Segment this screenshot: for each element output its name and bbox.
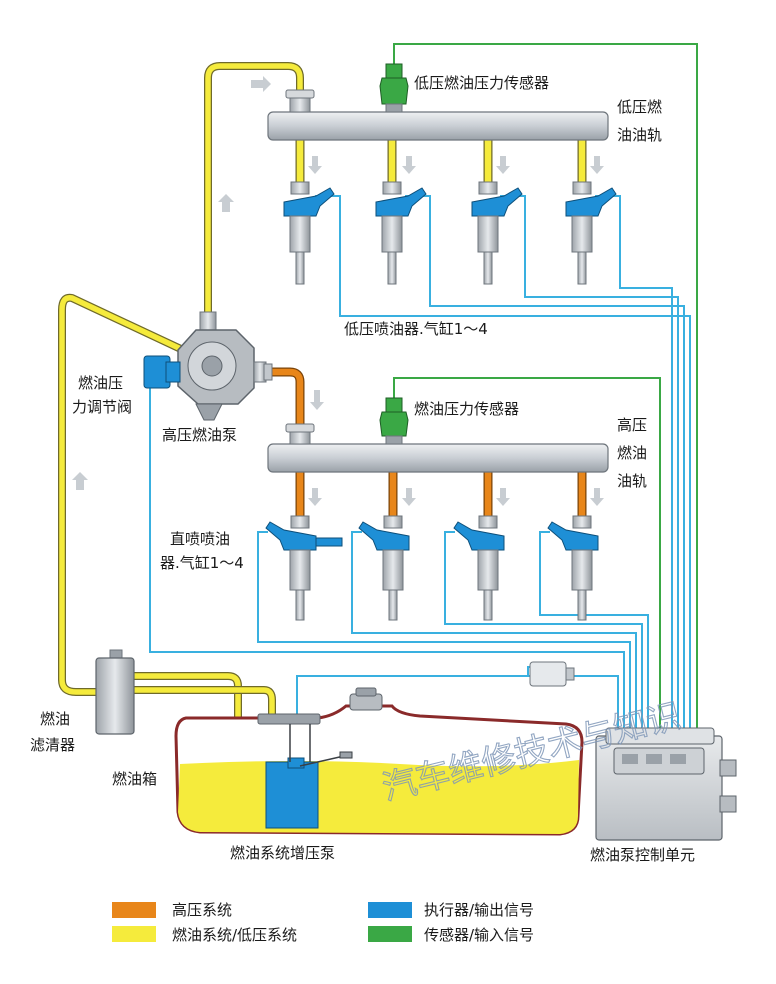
high-pressure-fuel-rail [267, 397, 609, 473]
pressure-regulator-icon [143, 355, 181, 389]
legend-item-sensor: 传感器/输入信号 [368, 926, 534, 944]
low-pressure-injectors [283, 181, 617, 285]
injector-icon [565, 181, 617, 285]
high-pressure-lines [253, 367, 587, 525]
label-lp-rail: 低压燃 [617, 98, 662, 116]
legend: 高压系统 燃油系统/低压系统 执行器/输出信号 传感器/输入信号 [112, 901, 534, 944]
flow-arrow-down-icon [402, 156, 416, 174]
injector-icon [375, 181, 427, 285]
svg-text:高压系统: 高压系统 [172, 901, 232, 919]
low-pressure-fuel-rail [267, 63, 609, 141]
label-hp-rail: 油轨 [617, 472, 647, 490]
high-pressure-sensor-icon [379, 397, 409, 445]
label-lp-rail: 油油轨 [617, 126, 662, 144]
flow-arrow-down-icon [496, 488, 510, 506]
label-di-injectors: 直喷喷油 [170, 530, 230, 548]
low-pressure-lines [58, 62, 587, 764]
high-pressure-pump-icon [177, 311, 273, 421]
label-hp-sensor: 燃油压力传感器 [414, 400, 519, 418]
flow-arrow-down-icon [402, 488, 416, 506]
flow-arrow-down-icon [590, 156, 604, 174]
sensor-signal-lines [393, 43, 698, 735]
svg-text:燃油系统/低压系统: 燃油系统/低压系统 [172, 926, 297, 944]
flow-arrow-up-icon [72, 472, 88, 490]
relay-icon [529, 661, 575, 687]
flow-arrow-down-icon [308, 156, 322, 174]
label-control-unit: 燃油泵控制单元 [590, 846, 695, 864]
label-lp-sensor: 低压燃油压力传感器 [414, 74, 549, 92]
injector-icon [453, 515, 505, 621]
injector-icon [265, 515, 343, 621]
flow-arrow-right-icon [251, 76, 271, 92]
label-regulator: 燃油压 [78, 374, 123, 392]
label-lp-injectors: 低压喷油器.气缸1～4 [344, 320, 488, 338]
label-hp-rail: 高压 [617, 416, 647, 434]
label-tank: 燃油箱 [112, 770, 157, 788]
legend-item-actuator: 执行器/输出信号 [368, 901, 534, 919]
legend-item-low-pressure: 燃油系统/低压系统 [112, 926, 297, 944]
label-hp-pump: 高压燃油泵 [162, 426, 237, 444]
direct-injectors [265, 515, 599, 621]
fuel-pump-control-unit-icon [595, 727, 737, 841]
label-di-injectors: 器.气缸1～4 [160, 554, 244, 572]
flow-arrow-down-icon [308, 488, 322, 506]
labels: 低压燃油压力传感器 低压燃 油油轨 低压喷油器.气缸1～4 燃油压 力调节阀 高… [30, 74, 695, 864]
svg-text:执行器/输出信号: 执行器/输出信号 [424, 901, 534, 919]
flow-arrow-up-icon [218, 194, 234, 212]
label-filter: 滤清器 [30, 736, 75, 754]
low-pressure-sensor-icon [379, 63, 409, 113]
legend-item-high-pressure: 高压系统 [112, 901, 232, 919]
flow-arrow-down-icon [590, 488, 604, 506]
flow-arrow-down-icon [496, 156, 510, 174]
flow-arrows [72, 76, 604, 506]
fuel-filter-icon [95, 649, 135, 735]
flow-arrow-down-icon [310, 390, 324, 410]
label-hp-rail: 燃油 [617, 444, 647, 462]
svg-text:传感器/输入信号: 传感器/输入信号 [424, 926, 534, 944]
injector-icon [471, 181, 523, 285]
injector-icon [547, 515, 599, 621]
label-booster-pump: 燃油系统增压泵 [230, 844, 335, 862]
label-filter: 燃油 [40, 710, 70, 728]
injector-icon [358, 515, 410, 621]
injector-icon [283, 181, 335, 285]
fuel-tank-icon [174, 687, 584, 836]
label-regulator: 力调节阀 [72, 398, 132, 416]
